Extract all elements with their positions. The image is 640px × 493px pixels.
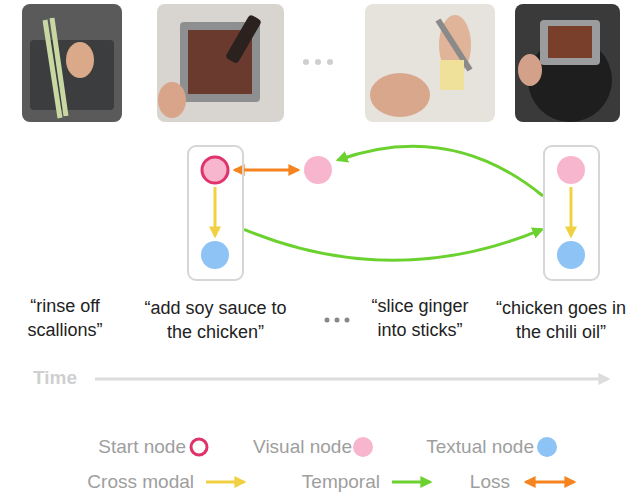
visual-node <box>557 156 585 184</box>
ellipsis-dot <box>327 59 333 65</box>
ellipsis-dot <box>303 59 309 65</box>
axis-label: Time <box>33 367 77 389</box>
video-frame <box>157 4 284 122</box>
cross-modal-sample <box>206 481 244 484</box>
cross-modal-arrow <box>570 187 573 236</box>
cross-modal-arrow <box>214 187 217 236</box>
visual-node <box>304 156 332 184</box>
legend-text: Cross modal <box>87 471 194 493</box>
temporal-arrow <box>244 229 542 260</box>
textual-node <box>557 241 585 269</box>
start-node <box>202 157 228 183</box>
legend-swatch <box>353 437 373 457</box>
loss-sample <box>526 481 574 484</box>
video-frame <box>22 4 122 122</box>
legend-text: Start node <box>98 436 186 458</box>
ellipsis-dot <box>325 318 330 323</box>
temporal-sample <box>392 481 430 484</box>
ellipsis-dot <box>315 59 321 65</box>
legend-swatch <box>537 437 557 457</box>
legend-text: Loss <box>470 471 510 493</box>
time-axis <box>95 378 608 381</box>
legend-text: Visual node <box>253 436 352 458</box>
video-frame <box>365 4 495 122</box>
loss-arrow <box>235 169 298 172</box>
ellipsis-dot <box>345 318 350 323</box>
step-caption: “chicken goes in the chili oil” <box>486 297 636 345</box>
node-group: “chicken goes in the chili oil” <box>543 145 600 281</box>
step-caption: “slice ginger into sticks” <box>355 295 485 343</box>
textual-node <box>201 241 229 269</box>
legend-text: Textual node <box>426 436 534 458</box>
temporal-arrow <box>338 146 543 196</box>
video-frame <box>515 4 620 122</box>
start-node-sample <box>191 439 207 455</box>
step-caption: “add soy sauce to the chicken” <box>136 297 296 345</box>
node-group: “add soy sauce to the chicken” <box>187 145 244 281</box>
ellipsis-dot <box>335 318 340 323</box>
step-caption: “rinse off scallions” <box>5 295 125 343</box>
legend-text: Temporal <box>302 471 380 493</box>
